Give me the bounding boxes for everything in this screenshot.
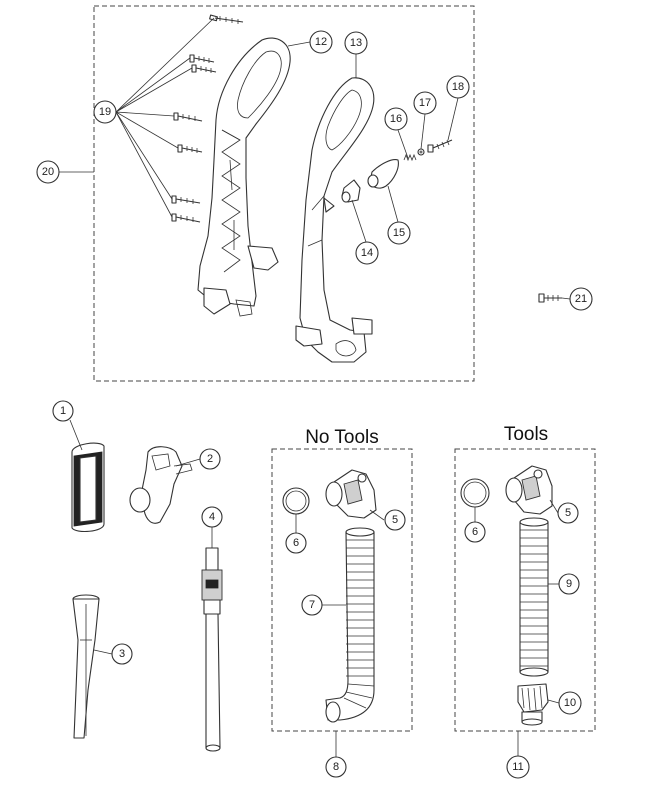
svg-text:10: 10 (564, 697, 576, 709)
trigger-15 (367, 159, 399, 189)
callout-12: 12 (309, 30, 333, 54)
svg-text:8: 8 (333, 761, 339, 773)
screw (177, 144, 203, 153)
screw (209, 14, 244, 24)
svg-text:21: 21 (575, 293, 587, 305)
hose-connector-10 (517, 683, 549, 726)
svg-text:5: 5 (565, 507, 571, 519)
callout-5: 5 (384, 509, 406, 531)
screw (191, 64, 217, 73)
dusting-brush-1 (71, 442, 105, 533)
svg-text:9: 9 (566, 578, 572, 590)
callout-8: 8 (325, 756, 347, 778)
handle-assembly-box (93, 5, 475, 382)
upholstery-nozzle-2 (129, 446, 193, 524)
svg-text:11: 11 (512, 761, 523, 773)
callout-6: 6 (464, 521, 486, 543)
button-14 (341, 179, 361, 203)
callout-5: 5 (557, 502, 579, 524)
handle-front-half-13 (295, 77, 375, 363)
heading-no-tools: No Tools (305, 427, 379, 448)
callout-2: 2 (199, 448, 221, 470)
screw-set-19 (171, 14, 244, 223)
callout-16: 16 (384, 107, 408, 131)
svg-text:6: 6 (293, 537, 299, 549)
svg-text:18: 18 (452, 81, 464, 93)
callout-21: 21 (569, 287, 593, 311)
leader-lines (59, 17, 571, 757)
svg-text:15: 15 (393, 227, 405, 239)
screw-18 (427, 139, 453, 153)
o-ring-6-no-tools (282, 487, 310, 515)
tools-box (454, 448, 596, 732)
svg-text:4: 4 (209, 511, 215, 523)
callout-18: 18 (446, 75, 470, 99)
callout-14: 14 (355, 241, 379, 265)
hose-cuff-5-tools (505, 465, 553, 515)
svg-text:17: 17 (419, 97, 431, 109)
callout-20: 20 (36, 160, 60, 184)
callout-9: 9 (558, 573, 580, 595)
svg-text:16: 16 (390, 113, 402, 125)
svg-text:7: 7 (309, 599, 315, 611)
screw (189, 54, 215, 63)
svg-text:19: 19 (99, 106, 111, 118)
svg-text:3: 3 (119, 648, 125, 660)
spring-16 (403, 153, 417, 162)
callout-17: 17 (413, 91, 437, 115)
screw (173, 112, 203, 122)
callout-19: 19 (93, 100, 117, 124)
washer-17 (417, 148, 425, 156)
callout-13: 13 (344, 31, 368, 55)
heading-tools: Tools (504, 424, 548, 445)
callout-15: 15 (387, 221, 411, 245)
o-ring-6-tools (460, 478, 490, 508)
svg-text:14: 14 (361, 247, 373, 259)
callout-1: 1 (52, 400, 74, 422)
crevice-tool-3 (72, 594, 100, 739)
extension-wand-4 (201, 547, 223, 752)
screw-21 (538, 293, 562, 303)
no-tools-box (271, 448, 413, 732)
screw (171, 195, 201, 204)
callout-7: 7 (301, 594, 323, 616)
svg-text:1: 1 (60, 405, 66, 417)
callout-11: 11 (506, 755, 530, 779)
svg-text:20: 20 (42, 166, 54, 178)
svg-text:12: 12 (315, 36, 327, 48)
svg-text:6: 6 (472, 526, 478, 538)
callout-6: 6 (285, 532, 307, 554)
hose-cuff-5-no-tools (325, 469, 377, 519)
svg-text:2: 2 (207, 453, 213, 465)
screw (171, 213, 201, 223)
callout-4: 4 (201, 506, 223, 528)
hose-9 (519, 517, 549, 677)
svg-text:13: 13 (350, 37, 362, 49)
svg-text:5: 5 (392, 514, 398, 526)
callout-10: 10 (558, 691, 582, 715)
handle-rear-half-12 (197, 37, 291, 317)
hose-7 (325, 527, 375, 723)
callout-3: 3 (111, 643, 133, 665)
